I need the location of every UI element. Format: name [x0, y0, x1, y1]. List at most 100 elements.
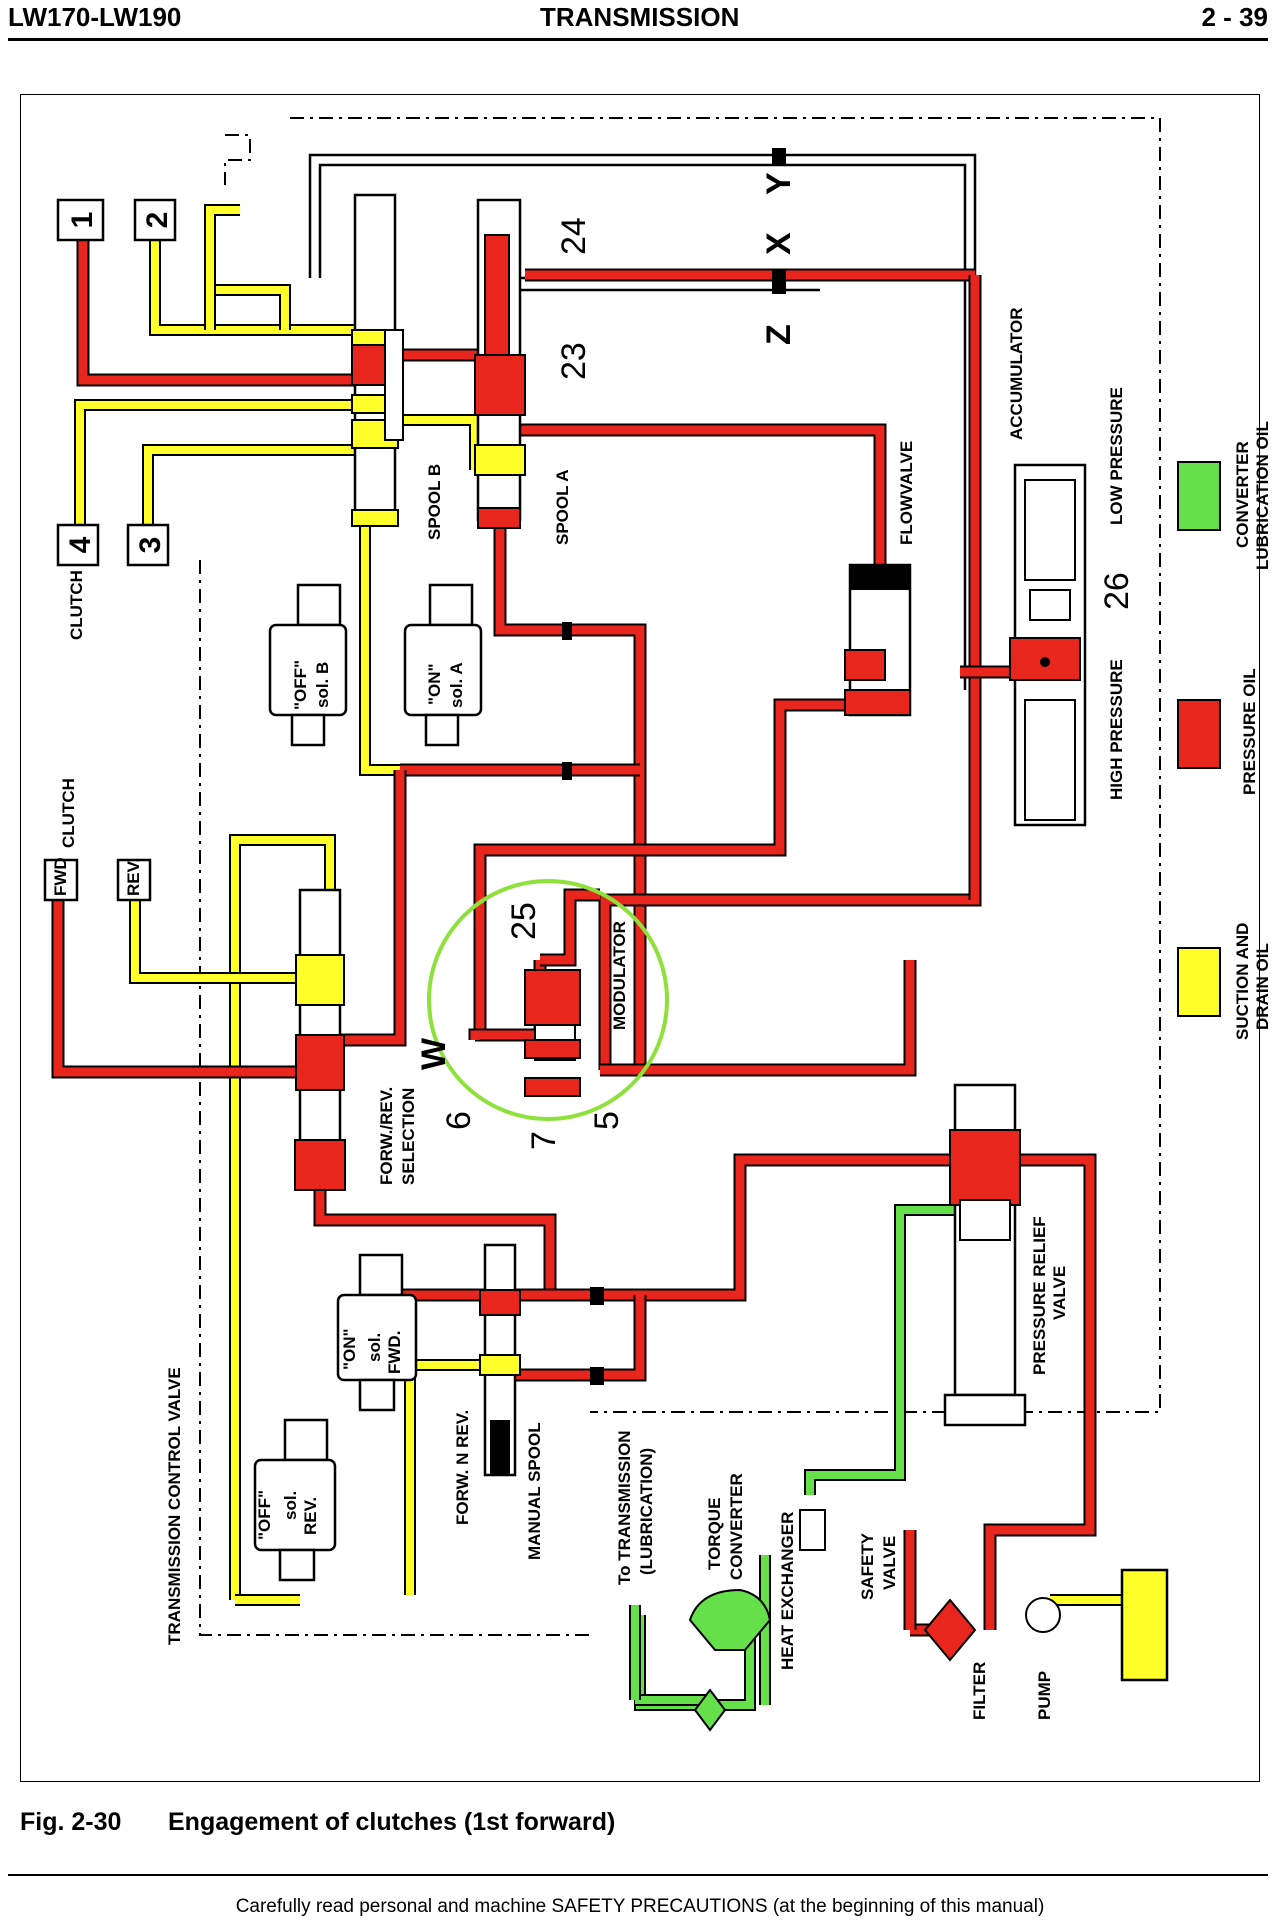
reservoir: [1120, 1568, 1169, 1682]
legend-lubrication-1: CONVERTER: [1233, 441, 1252, 548]
to-trans-label-1: To TRANSMISSION: [615, 1430, 634, 1585]
legend-swatch-lubrication: [1177, 461, 1221, 531]
pressure-lines: [51, 230, 1097, 1637]
modulator: [524, 969, 581, 1097]
sol-b-name: sol. B: [313, 662, 332, 708]
safety-label-1: SAFETY: [858, 1532, 877, 1600]
orifice-2: [562, 762, 572, 780]
orifice-1: [562, 622, 572, 640]
heat-exchanger-label: HEAT EXCHANGER: [778, 1512, 797, 1670]
solenoid-rev: [253, 1418, 337, 1582]
diagram-frame: [20, 94, 1260, 1782]
sol-fwd-label-1: sol.: [365, 1333, 384, 1362]
orifice-x: [772, 270, 786, 294]
legend-pressure: PRESSURE OIL: [1240, 668, 1259, 795]
footer-note: Carefully read personal and machine SAFE…: [235, 1896, 1045, 1917]
modulator-highlight-circle: [427, 879, 669, 1121]
item-23: 23: [555, 342, 593, 380]
item-25: 25: [505, 902, 543, 940]
forw-rev-label-2: SELECTION: [399, 1088, 418, 1185]
item-5: 5: [588, 1111, 626, 1130]
torque-label-2: CONVERTER: [727, 1473, 746, 1580]
solenoid-a: [403, 583, 483, 747]
clutch-box-4: [56, 523, 100, 567]
to-trans-label-2: (LUBRICATION): [637, 1448, 656, 1575]
header-rule: [8, 38, 1268, 41]
sol-a-name: sol. A: [447, 662, 466, 708]
manual-spool-label: MANUAL SPOOL: [525, 1422, 544, 1560]
filter-label: FILTER: [970, 1662, 989, 1720]
clutch-box-3: [126, 523, 170, 567]
prv-label-2: VALVE: [1050, 1266, 1069, 1320]
solenoid-fwd: [336, 1253, 418, 1412]
pilot-z: Z: [760, 324, 798, 345]
sol-fwd-label-2: FWD.: [385, 1331, 404, 1374]
torque-label-1: TORQUE: [705, 1498, 724, 1570]
lubrication-lines: [629, 1204, 960, 1711]
item-7: 7: [525, 1131, 563, 1150]
sol-rev-label-2: REV.: [301, 1497, 320, 1535]
spool-b: [351, 193, 404, 527]
torque-converter: [688, 1588, 772, 1651]
rev-label: REV.: [124, 858, 143, 896]
solenoid-b: [268, 583, 348, 747]
item-6: 6: [440, 1111, 478, 1130]
legend-swatch-pressure: [1177, 699, 1221, 769]
orifice-4: [590, 1367, 604, 1385]
sol-a-state: "ON": [425, 663, 444, 705]
high-pressure-label: HIGH PRESSURE: [1107, 659, 1126, 800]
figure-number: Fig. 2-30: [20, 1808, 122, 1836]
low-pressure-label: LOW PRESSURE: [1107, 387, 1126, 525]
clutch-1-label: 1: [66, 212, 99, 229]
pump: [1025, 1597, 1061, 1633]
manual-spool: [479, 1243, 521, 1477]
pilot-x: X: [760, 232, 798, 255]
sol-rev-label-1: sol.: [281, 1491, 300, 1520]
spool-b-label: SPOOL B: [425, 464, 444, 540]
tcv-housing-outline: [199, 560, 590, 1636]
safety-label-2: VALVE: [880, 1536, 899, 1590]
header-model: LW170-LW190: [8, 2, 182, 32]
forw-rev-label-1: FORW./REV.: [377, 1087, 396, 1185]
fwd-clutch-box: [43, 858, 79, 902]
spool-a: [474, 198, 526, 529]
clutch-box-2: [133, 198, 177, 242]
legend-drain-2: DRAIN OIL: [1253, 943, 1272, 1030]
header-section: TRANSMISSION: [540, 2, 740, 32]
tcv-label: TRANSMISSION CONTROL VALVE: [165, 1367, 184, 1645]
sol-b-state: "OFF": [291, 660, 310, 710]
page-header: LW170-LW190 TRANSMISSION 2 - 39: [0, 0, 1280, 40]
modulator-label: MODULATOR: [610, 921, 629, 1030]
pilot-y: Y: [760, 172, 798, 195]
fwd-label: FWD: [51, 857, 70, 896]
legend-swatch-drain: [1177, 947, 1221, 1017]
heat-exchanger: [693, 1688, 727, 1732]
flowvalve-label: FLOWVALVE: [897, 441, 916, 545]
clutch-label-bottom: CLUTCH: [59, 778, 78, 848]
item-24: 24: [555, 217, 593, 255]
flow-valve: [844, 563, 912, 717]
pressure-relief-valve: [943, 1083, 1027, 1427]
valve-housing-outline: [290, 117, 1161, 1413]
prv-label-1: PRESSURE RELIEF: [1030, 1216, 1049, 1375]
footer-rule: [8, 1874, 1268, 1876]
forw-rev-selection-valve: [294, 888, 346, 1191]
legend-drain-1: SUCTION AND: [1233, 923, 1252, 1040]
figure-caption: Engagement of clutches (1st forward): [168, 1808, 616, 1836]
orifice-y: [772, 148, 786, 164]
accumulator-label: ACCUMULATOR: [1007, 307, 1026, 440]
orifice-3: [590, 1287, 604, 1305]
pilot-w: W: [415, 1037, 453, 1070]
upper-bracket: [224, 134, 251, 185]
sol-rev-state: "OFF": [255, 1490, 274, 1540]
hydraulic-diagram: .r { fill: none; stroke: #e8261e; stroke…: [43, 117, 1272, 1732]
pump-label: PUMP: [1035, 1671, 1054, 1720]
pilot-line-y-inner: [318, 163, 967, 690]
header-page-number: 2 - 39: [1201, 2, 1269, 32]
clutch-2-label: 2: [141, 212, 174, 229]
filter: [923, 1598, 977, 1662]
forw-n-rev-label: FORW. N REV.: [453, 1410, 472, 1525]
clutch-label-top: CLUTCH: [67, 570, 86, 640]
clutch-3-label: 3: [134, 537, 167, 554]
rev-clutch-box: [116, 858, 152, 902]
